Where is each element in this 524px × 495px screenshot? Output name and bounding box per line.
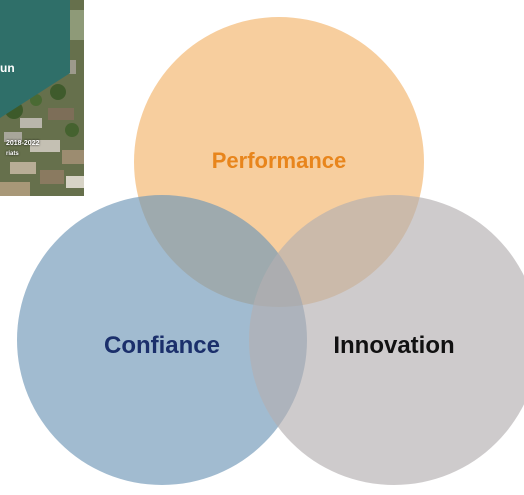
innovation-circle	[249, 195, 524, 485]
cover-title: un	[0, 61, 15, 75]
cover-subtitle: riats	[6, 151, 19, 157]
confiance-circle	[17, 195, 307, 485]
cover-years: 2018-2022	[6, 140, 40, 147]
performance-label: Performance	[212, 148, 347, 173]
confiance-label: Confiance	[104, 332, 220, 359]
report-cover-thumbnail: un 2018-2022 riats	[0, 0, 84, 196]
innovation-label: Innovation	[333, 332, 454, 359]
